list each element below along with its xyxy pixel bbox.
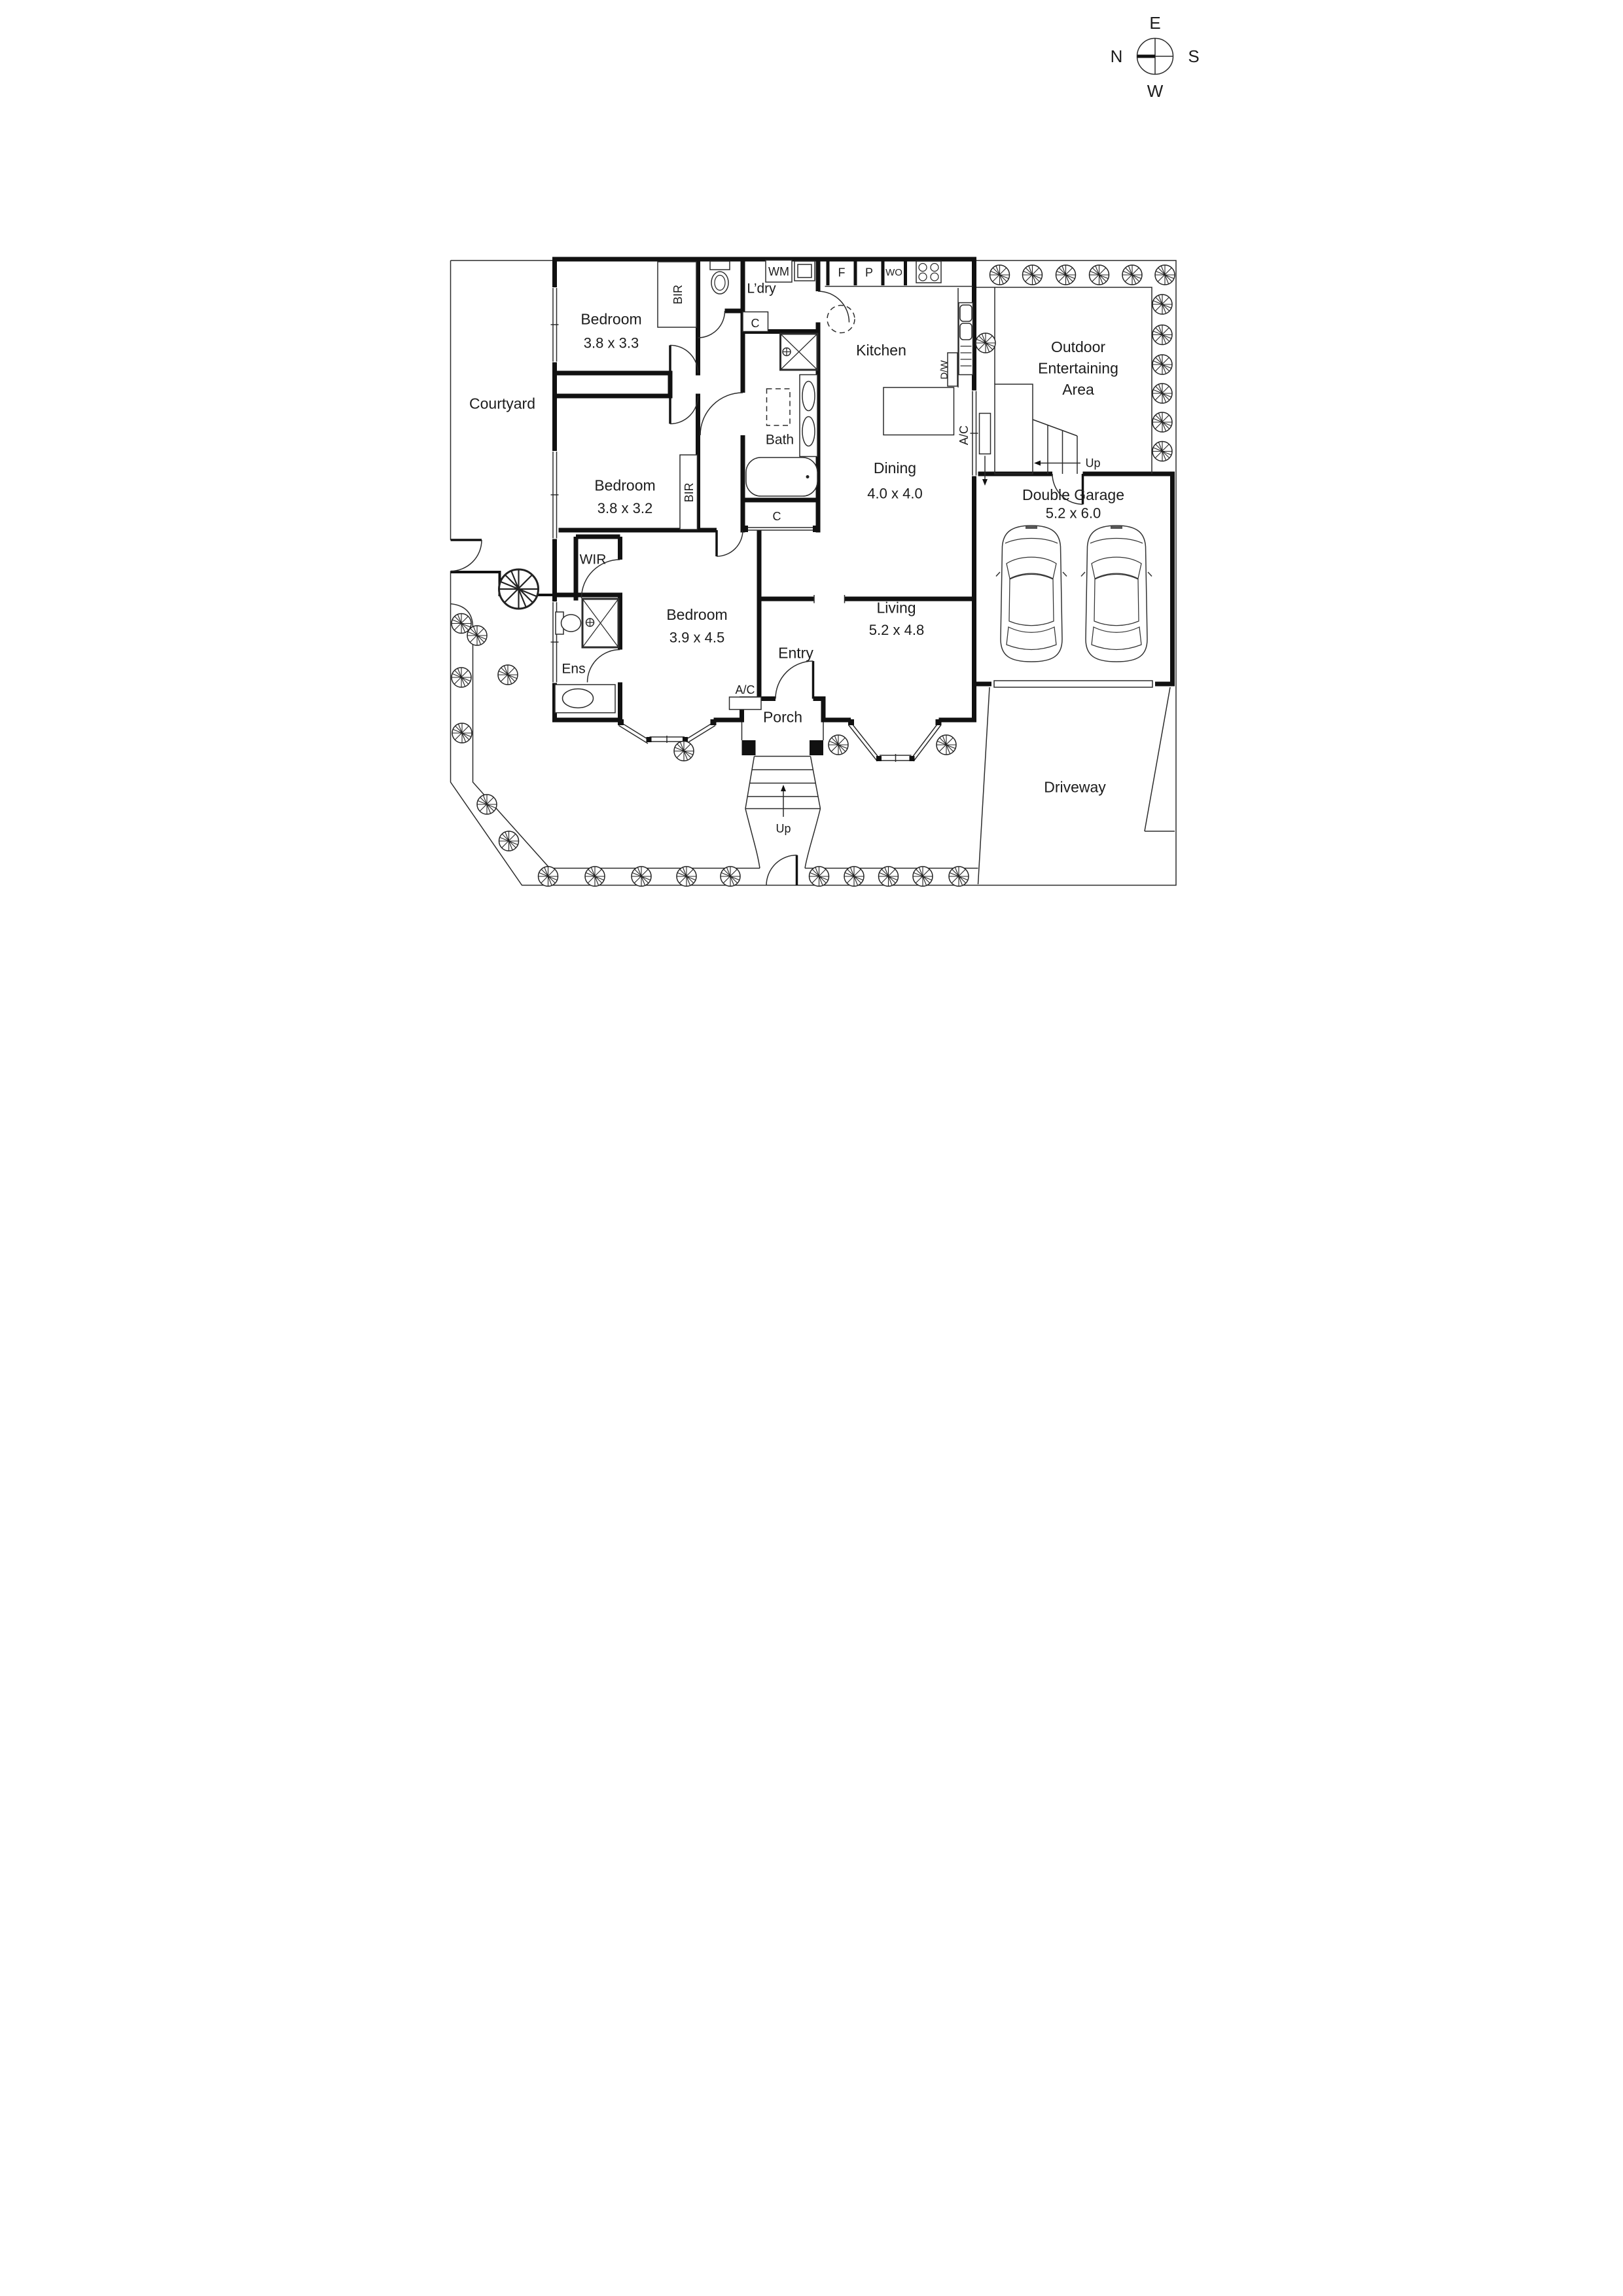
living-bay-window	[847, 719, 942, 762]
garage	[992, 525, 1154, 689]
laundry-fixtures	[765, 259, 855, 334]
bedroom3-label: Bedroom	[666, 606, 727, 623]
porch-label: Porch	[763, 709, 802, 726]
wir-door-arc	[580, 559, 620, 599]
walk-gate-arc	[766, 854, 797, 886]
floorplan-canvas: E S W N Bedroom 3.8 x 3.3 Bedroom 3.8 x …	[450, 13, 1200, 887]
car-right	[1080, 525, 1152, 662]
up-porch-label: Up	[776, 822, 791, 835]
master-bay-window	[618, 719, 717, 744]
pantry-label: P	[865, 266, 873, 279]
outdoor-label-1: Outdoor	[1051, 338, 1105, 355]
laundry-door-arc	[817, 291, 850, 323]
ensuite-fixtures	[554, 598, 620, 713]
kitchen-label: Kitchen	[856, 342, 906, 359]
garage-panel-door	[993, 680, 1153, 688]
linen-cupboard	[743, 526, 818, 532]
garage-label: Double Garage	[1022, 486, 1124, 503]
outdoor-label-3: Area	[1062, 381, 1094, 398]
bath-door-arc	[700, 392, 743, 436]
kitchen-fixtures	[825, 259, 974, 436]
kitchen-bench	[883, 387, 955, 436]
porch-stairs	[741, 722, 824, 869]
ens-label: Ens	[562, 662, 585, 677]
ensuite-door-arc	[586, 649, 620, 683]
driveway-label: Driveway	[1044, 779, 1106, 796]
ac-unit-dining	[978, 412, 991, 486]
hall-cupboard-label: C	[751, 317, 760, 330]
laundry-label: L’dry	[747, 281, 776, 296]
wc-door-arc	[698, 310, 726, 338]
ac-unit-bed3	[728, 696, 762, 710]
dishwasher-label: D/W	[939, 360, 950, 380]
bedroom2-door-arc	[669, 395, 699, 425]
fixture-labels: WM F P WO C C BIR BIR D/W A/C A/C Up Up	[671, 265, 1101, 835]
bir1-closet	[657, 261, 697, 328]
master-door-arc	[716, 529, 743, 557]
bir2-closet	[679, 454, 698, 530]
hot-water-unit	[827, 304, 855, 334]
floorplan-page: { "compass": { "north": "N", "east": "E"…	[406, 0, 1217, 1148]
up-outdoor-label: Up	[1085, 457, 1100, 470]
entry-label: Entry	[778, 645, 813, 662]
ac-dining-label: A/C	[957, 425, 971, 445]
bath-label: Bath	[766, 433, 794, 448]
compass-west-label: W	[1147, 81, 1164, 101]
bedroom1-door-arc	[669, 344, 699, 374]
side-gate-arc	[450, 539, 482, 572]
ac-bed3-label: A/C	[735, 683, 755, 696]
linen-cupboard-label: C	[773, 510, 781, 523]
bir1-label: BIR	[671, 285, 685, 304]
driveway-edges	[977, 687, 1175, 885]
dining-label: Dining	[874, 459, 916, 476]
wall-oven-label: WO	[885, 267, 902, 278]
fridge-label: F	[838, 266, 846, 279]
doors	[580, 291, 1084, 886]
compass-north-label: N	[1111, 46, 1123, 66]
garage-entry-door-arc	[1052, 473, 1083, 505]
compass: E S W N	[1111, 13, 1200, 101]
bedroom3-dims: 3.9 x 4.5	[669, 630, 724, 646]
living-label: Living	[876, 600, 916, 617]
front-door-arc	[775, 660, 813, 699]
bedroom2-dims: 3.8 x 3.2	[597, 500, 652, 516]
compass-south-label: S	[1188, 46, 1199, 66]
wm-label: WM	[768, 265, 789, 278]
large-tree	[498, 568, 539, 610]
outdoor-area	[976, 287, 1152, 475]
bedroom1-dims: 3.8 x 3.3	[584, 335, 639, 351]
living-dims: 5.2 x 4.8	[869, 622, 924, 638]
bedroom2-window	[550, 451, 559, 539]
dining-window	[970, 390, 978, 476]
dishwasher-box	[947, 352, 958, 387]
fixtures-layer	[554, 259, 991, 713]
compass-east-label: E	[1149, 13, 1160, 33]
bedroom1-label: Bedroom	[580, 311, 641, 328]
ens-toilet	[560, 614, 582, 632]
bir2-label: BIR	[683, 482, 696, 502]
bathtub	[745, 457, 818, 497]
room-labels: Bedroom 3.8 x 3.3 Bedroom 3.8 x 3.2 Bedr…	[469, 281, 1124, 796]
porch-pillar-right	[810, 740, 823, 755]
courtyard-label: Courtyard	[469, 395, 535, 412]
hall-cupboard	[742, 311, 769, 332]
bedroom2-label: Bedroom	[594, 477, 655, 494]
wir-label: WIR	[580, 552, 607, 567]
bath-skylight	[766, 388, 791, 426]
bedroom1-window	[550, 287, 559, 363]
porch-pillar-left	[741, 740, 756, 755]
bath-fixtures	[745, 332, 819, 497]
car-left	[995, 525, 1067, 662]
wc-toilet	[709, 260, 730, 295]
outdoor-label-2: Entertaining	[1038, 360, 1118, 377]
garage-dims: 5.2 x 6.0	[1046, 505, 1101, 522]
dining-dims: 4.0 x 4.0	[867, 486, 922, 502]
